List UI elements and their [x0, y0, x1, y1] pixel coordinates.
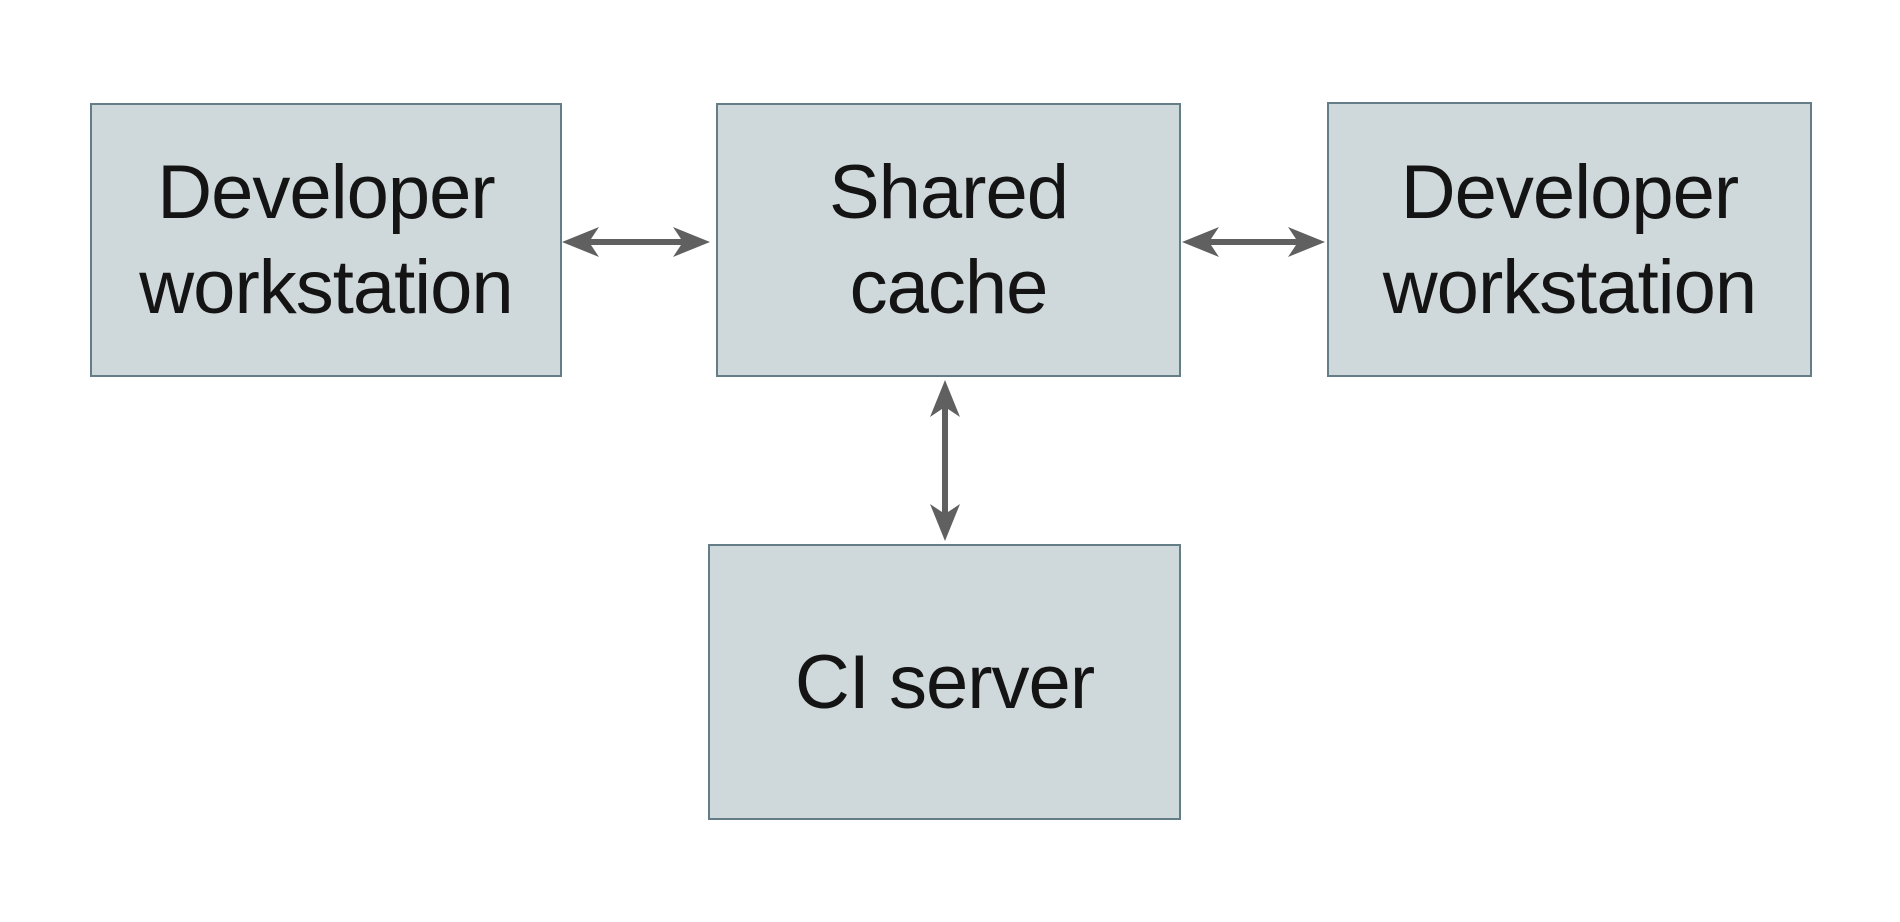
node-label-line: CI server — [794, 639, 1095, 725]
node-ci-server: CI server — [708, 544, 1181, 820]
arrow-shared-cache-ci-server — [930, 380, 960, 541]
node-label-developer-workstation-left: Developer workstation — [139, 145, 513, 335]
node-label-ci-server: CI server — [794, 635, 1095, 730]
arrowhead-left-icon — [562, 227, 599, 257]
arrowhead-up-icon — [930, 380, 960, 417]
arrow-developer-left-shared-cache — [562, 227, 710, 257]
node-label-line: Developer — [157, 150, 495, 235]
node-label-line: workstation — [139, 245, 513, 330]
node-label-shared-cache: Shared cache — [828, 145, 1069, 335]
node-developer-workstation-left: Developer workstation — [90, 103, 562, 377]
arrowhead-down-icon — [930, 504, 960, 541]
node-label-line: Developer — [1400, 149, 1739, 235]
node-developer-workstation-right: Developer workstation — [1327, 102, 1812, 377]
node-label-developer-workstation-right: Developer workstation — [1382, 145, 1757, 335]
node-label-line: Shared — [828, 150, 1069, 235]
node-label-line: workstation — [1382, 244, 1757, 330]
node-shared-cache: Shared cache — [716, 103, 1181, 377]
arrowhead-right-icon — [1288, 227, 1325, 257]
arrowhead-right-icon — [673, 227, 710, 257]
arrow-shared-cache-developer-right — [1182, 227, 1325, 257]
arrowhead-left-icon — [1182, 227, 1219, 257]
node-label-line: cache — [849, 245, 1049, 330]
